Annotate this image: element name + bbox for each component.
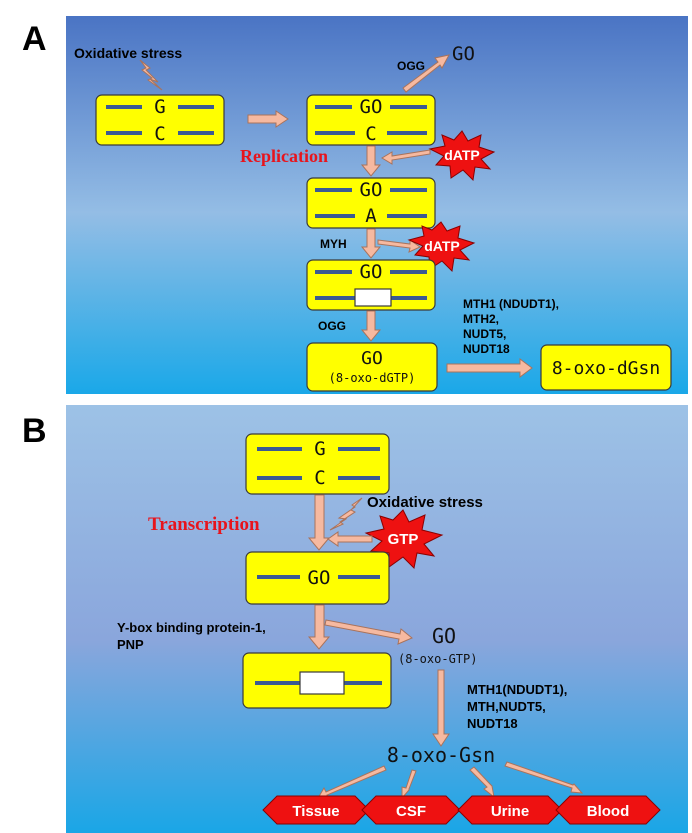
a-box-go-c: GO C bbox=[306, 94, 436, 146]
a-box2-bottom: C bbox=[365, 123, 376, 145]
b-go-free-sub: (8-oxo-GTP) bbox=[398, 652, 477, 666]
a-enzyme-3: NUDT18 bbox=[463, 342, 510, 356]
b-ybox-line-1: PNP bbox=[117, 637, 144, 652]
panel-b-letter: B bbox=[22, 412, 47, 450]
a-enzyme-list: MTH1 (NDUDT1), MTH2, NUDT5, NUDT18 bbox=[463, 297, 559, 356]
b-output-csf: CSF bbox=[361, 795, 461, 825]
b-output-urine: Urine bbox=[457, 795, 563, 825]
b-output-blood-label: Blood bbox=[587, 803, 630, 820]
b-arrow-to-blood bbox=[504, 761, 584, 794]
b-oxidative-stress-label: Oxidative stress bbox=[367, 494, 483, 511]
a-product-box: 8-oxo-dGsn bbox=[540, 344, 672, 391]
a-box5-top: GO bbox=[361, 348, 383, 369]
a-enzyme-2: NUDT5, bbox=[463, 327, 506, 341]
a-box2-top: GO bbox=[360, 96, 383, 118]
a-lightning-bolt-icon bbox=[139, 59, 163, 91]
a-arrow-oxidation bbox=[247, 110, 289, 128]
a-datp-star-1 bbox=[428, 130, 496, 182]
b-enzyme-list: MTH1(NDUDT1), MTH,NUDT5, NUDT18 bbox=[467, 682, 567, 731]
b-enzyme-1: MTH,NUDT5, bbox=[467, 699, 546, 714]
a-box1-bottom: C bbox=[154, 123, 165, 145]
b-gtp-label: GTP bbox=[388, 531, 419, 548]
a-product-label: 8-oxo-dGsn bbox=[552, 358, 660, 379]
a-oxidative-stress-label: Oxidative stress bbox=[74, 45, 182, 61]
a-myh-label: MYH bbox=[320, 237, 347, 251]
a-arrow-datp-in bbox=[381, 149, 431, 165]
a-box-free-go: GO (8-oxo-dGTP) bbox=[306, 342, 438, 392]
a-enzyme-0: MTH1 (NDUDT1), bbox=[463, 297, 559, 311]
b-box-gap bbox=[242, 652, 392, 709]
a-abasic-site bbox=[354, 288, 392, 307]
b-arrow-to-tissue bbox=[317, 765, 387, 799]
b-output-tissue-label: Tissue bbox=[292, 803, 339, 820]
b-box-go: GO bbox=[245, 551, 390, 605]
a-arrow-datp-out bbox=[377, 239, 422, 253]
b-go-free: GO bbox=[432, 624, 456, 648]
b-arrow-to-csf bbox=[401, 769, 417, 800]
b-arrow-gtp-in bbox=[327, 531, 373, 547]
a-replication-label: Replication bbox=[240, 146, 328, 166]
panel-a-letter: A bbox=[22, 20, 47, 58]
b-box1-top: G bbox=[314, 438, 325, 460]
a-datp-star-2 bbox=[407, 221, 476, 273]
a-arrow-replication bbox=[360, 145, 382, 177]
a-ogg-bottom-label: OGG bbox=[318, 319, 346, 333]
a-box1-top: G bbox=[154, 96, 165, 118]
b-product-label: 8-oxo-Gsn bbox=[387, 743, 495, 767]
b-output-csf-label: CSF bbox=[396, 803, 426, 820]
a-box3-bottom: A bbox=[365, 205, 377, 227]
a-datp-2-label: dATP bbox=[424, 238, 460, 254]
a-go-excised: GO bbox=[452, 43, 475, 65]
b-arrow-to-urine bbox=[469, 766, 495, 799]
b-enzyme-0: MTH1(NDUDT1), bbox=[467, 682, 567, 697]
b-arrow-ybox bbox=[307, 604, 331, 650]
a-arrow-myh bbox=[360, 228, 382, 259]
b-arrow-to-free-go bbox=[324, 619, 413, 645]
a-box4-top: GO bbox=[360, 261, 383, 283]
b-output-blood: Blood bbox=[555, 795, 661, 825]
b-arrow-transcription bbox=[307, 494, 331, 551]
b-output-urine-label: Urine bbox=[491, 803, 529, 820]
a-box-go-gap: GO bbox=[306, 259, 436, 311]
b-gtp-star bbox=[364, 509, 444, 570]
b-enzyme-2: NUDT18 bbox=[467, 716, 518, 731]
b-transcription-label: Transcription bbox=[148, 514, 260, 535]
a-enzyme-1: MTH2, bbox=[463, 312, 499, 326]
a-arrow-to-product bbox=[446, 358, 533, 378]
b-ybox-line-0: Y-box binding protein-1, bbox=[117, 620, 266, 635]
b-lightning-bolt-icon bbox=[329, 497, 363, 531]
a-box-g-c: G C bbox=[95, 94, 225, 146]
b-output-tissue: Tissue bbox=[262, 795, 370, 825]
b-abasic-site bbox=[299, 671, 345, 695]
a-datp-1-label: dATP bbox=[444, 147, 480, 163]
a-box5-bottom: (8-oxo-dGTP) bbox=[329, 371, 416, 385]
a-ogg-top-label: OGG bbox=[397, 59, 425, 73]
b-box-g-c: G C bbox=[245, 433, 390, 495]
a-arrow-ogg-excision bbox=[402, 54, 450, 93]
b-box2-top: GO bbox=[308, 567, 331, 589]
a-box3-top: GO bbox=[360, 179, 383, 201]
a-arrow-ogg-bottom bbox=[360, 310, 382, 342]
b-box1-bottom: C bbox=[314, 467, 325, 489]
a-box-go-a: GO A bbox=[306, 177, 436, 229]
b-arrow-to-product bbox=[432, 669, 450, 747]
